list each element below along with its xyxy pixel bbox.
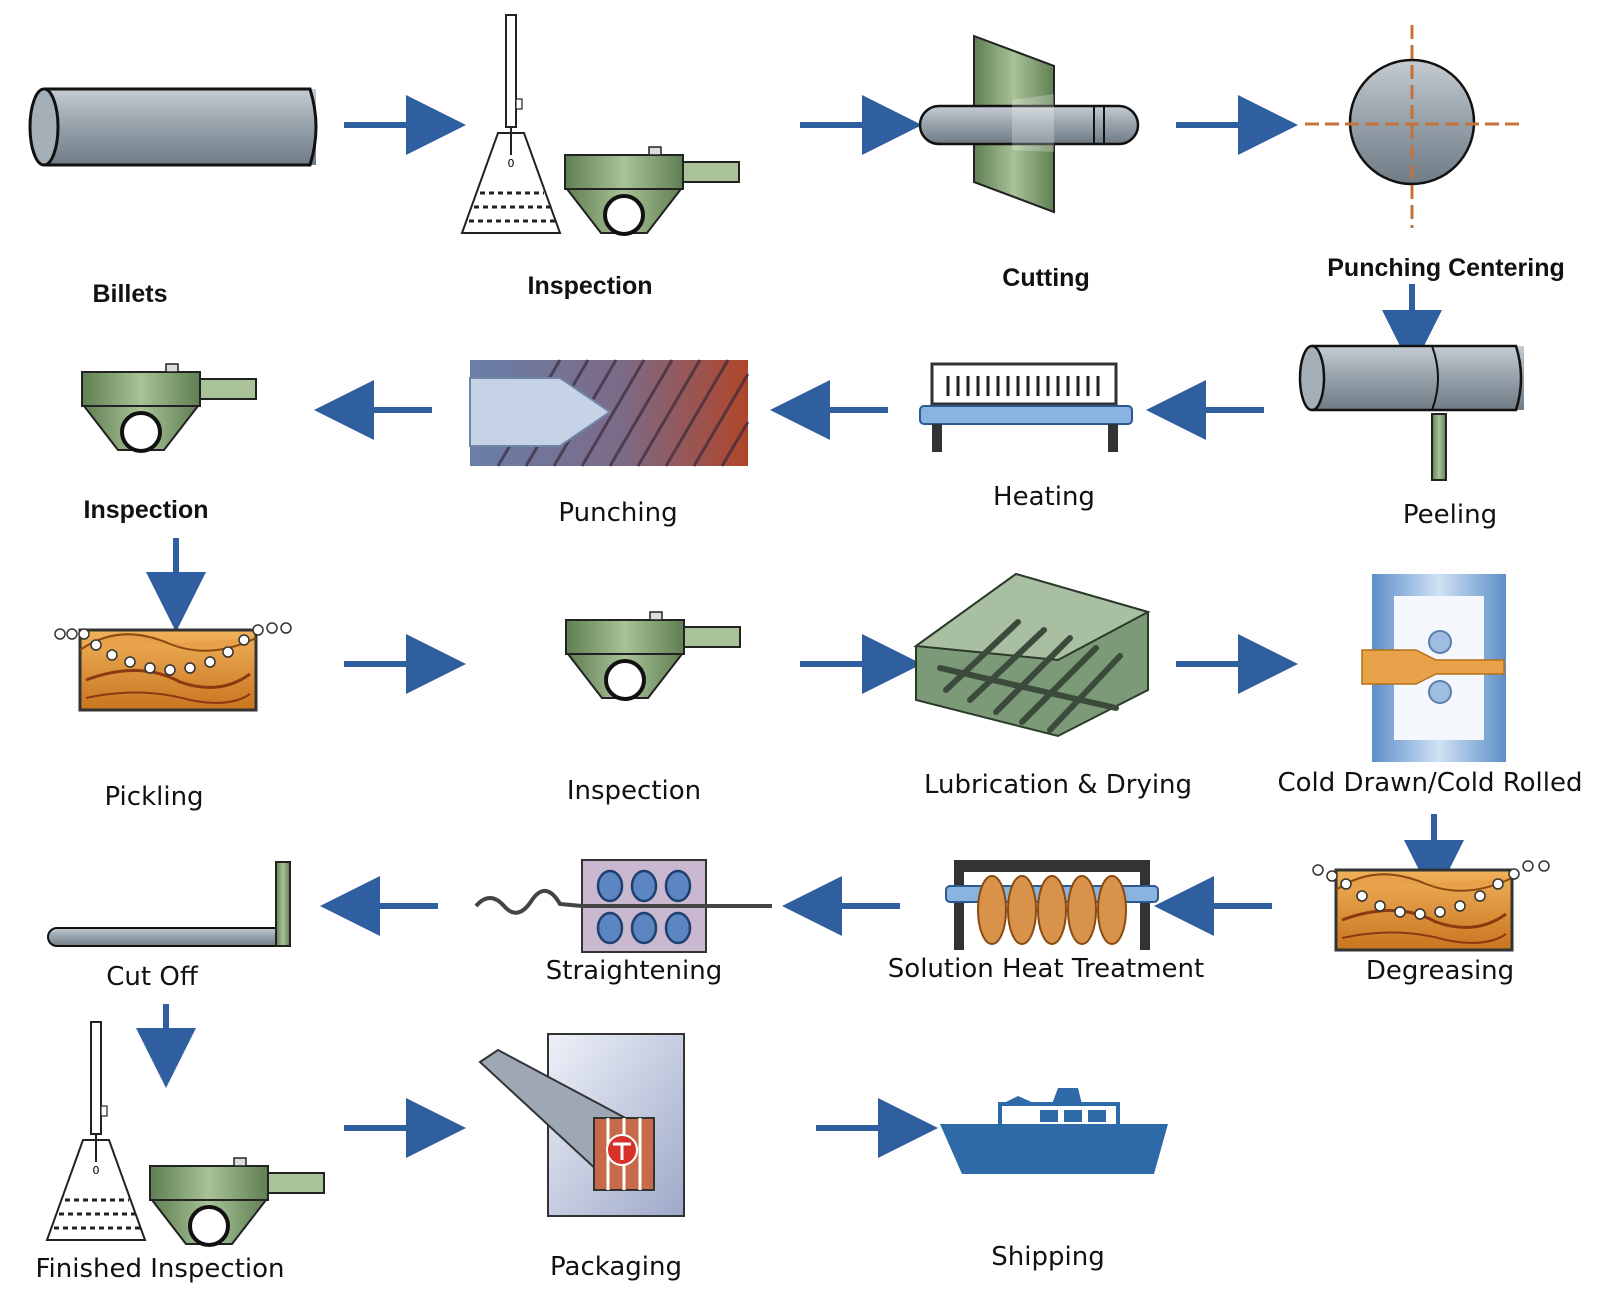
step-label-punching: Punching — [558, 498, 678, 528]
step-label-cut-off: Cut Off — [106, 962, 198, 992]
cold-drawn-illustration — [1361, 574, 1506, 762]
step-label-peeling: Peeling — [1402, 500, 1498, 530]
billets-illustration — [28, 87, 318, 167]
cutting-illustration — [918, 34, 1140, 214]
ship-icon — [940, 1088, 1168, 1174]
step-label-pickling: Pickling — [104, 782, 204, 812]
step-label-lubrication-drying: Lubrication & Drying — [923, 770, 1193, 800]
step-label-straightening: Straightening — [545, 956, 723, 986]
step-label-packaging: Packaging — [550, 1252, 682, 1282]
degreasing-illustration — [1312, 860, 1550, 952]
finished-inspection-illustration — [45, 1020, 326, 1247]
step-label-shipping: Shipping — [991, 1242, 1105, 1272]
inspection-illustration — [80, 362, 258, 453]
inspection-illustration — [564, 610, 742, 701]
heating-illustration — [919, 362, 1133, 452]
step-label-inspection-1: Inspection — [527, 272, 653, 300]
inspection-illustration — [460, 13, 741, 236]
step-label-cold-drawn: Cold Drawn/Cold Rolled — [1277, 768, 1583, 798]
lubrication-drying-illustration — [913, 572, 1151, 738]
peeling-illustration — [1298, 344, 1524, 481]
solution-heat-treatment-illustration — [945, 860, 1159, 950]
pickling-illustration — [54, 622, 292, 712]
step-label-inspection-3: Inspection — [566, 776, 702, 806]
packaging-illustration — [478, 1033, 685, 1217]
step-label-heating: Heating — [993, 482, 1095, 512]
step-label-solution-heat-treatment: Solution Heat Treatment — [887, 954, 1205, 984]
cut-off-illustration — [47, 861, 291, 947]
step-label-degreasing: Degreasing — [1365, 956, 1515, 986]
punching-centering-illustration — [1305, 25, 1520, 228]
step-label-billets: Billets — [92, 280, 168, 308]
step-label-inspection-2: Inspection — [83, 496, 209, 524]
straightening-illustration — [474, 859, 772, 953]
step-label-cutting: Cutting — [1002, 264, 1090, 292]
punching-illustration — [469, 359, 750, 467]
step-label-punching-centering: Punching Centering — [1327, 254, 1565, 282]
step-label-finished-inspection: Finished Inspection — [35, 1254, 285, 1284]
